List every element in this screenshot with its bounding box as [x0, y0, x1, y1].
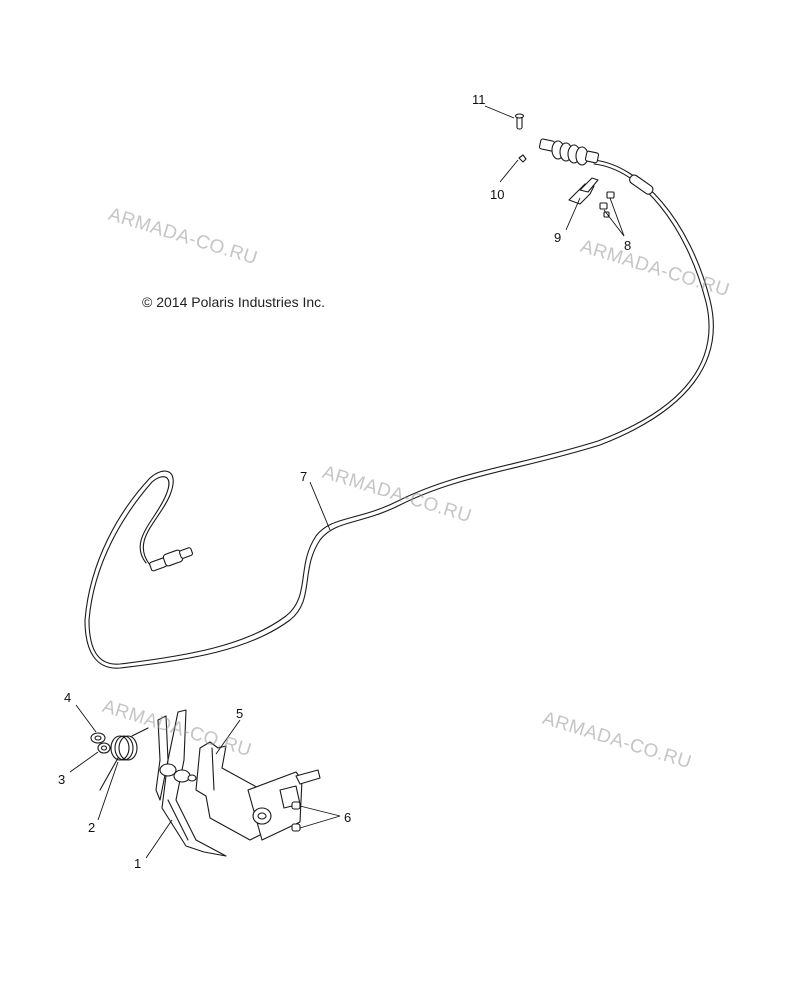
leader-lines	[69, 105, 625, 859]
callout-4: 4	[64, 690, 71, 705]
nut-part-4	[90, 732, 106, 744]
screws-part-8	[599, 191, 615, 218]
callout-8: 8	[624, 238, 631, 253]
pedal-part-1	[155, 709, 227, 857]
cable-part-7	[84, 159, 714, 669]
callout-5: 5	[236, 706, 243, 721]
pin-part-11	[514, 113, 525, 130]
callout-1: 1	[134, 856, 141, 871]
bracket-part-5	[195, 741, 321, 841]
cable-adjuster	[538, 138, 654, 195]
spring-part-2	[99, 727, 149, 791]
nuts-part-6	[291, 801, 301, 832]
callout-10: 10	[490, 187, 504, 202]
callout-7: 7	[300, 469, 307, 484]
callout-3: 3	[58, 772, 65, 787]
clip-part-10	[518, 154, 527, 163]
callout-6: 6	[344, 810, 351, 825]
callout-9: 9	[554, 230, 561, 245]
bracket-part-9	[568, 177, 599, 205]
copyright-notice: © 2014 Polaris Industries Inc.	[142, 294, 326, 310]
cable-end-fitting	[149, 547, 193, 572]
washer-part-3	[97, 742, 111, 754]
callout-11: 11	[472, 92, 486, 107]
callout-2: 2	[88, 820, 95, 835]
